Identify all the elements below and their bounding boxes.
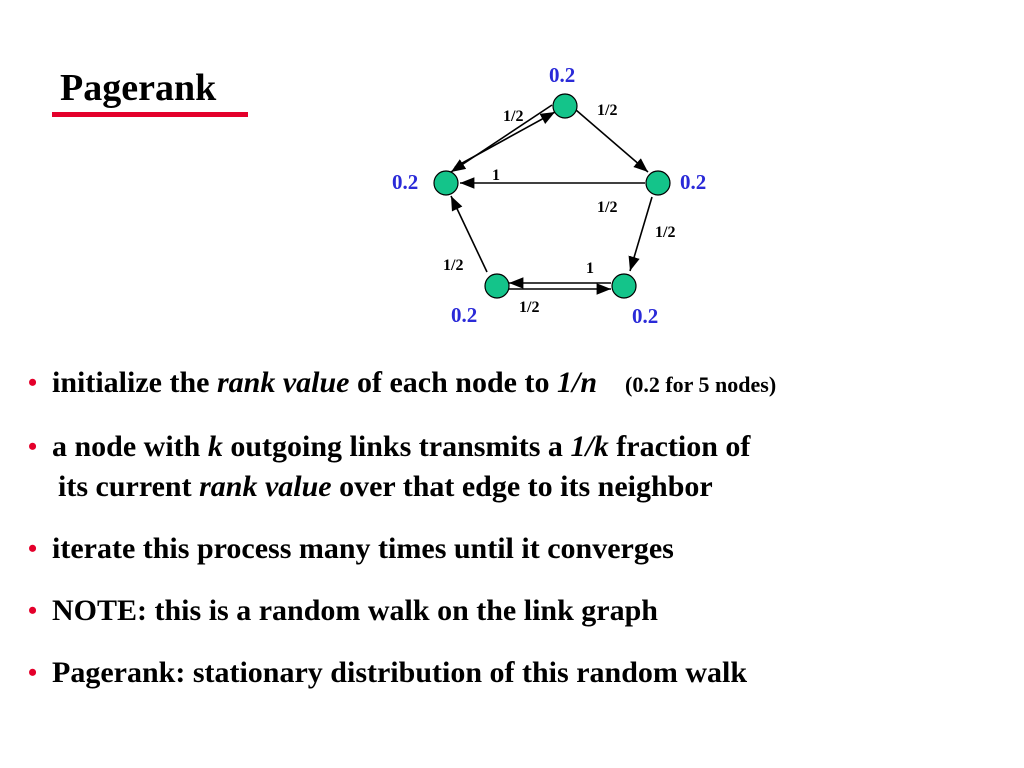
bullet-2-text-c: fraction of — [608, 430, 751, 463]
bullet-5-text: Pagerank: stationary distribution of thi… — [52, 656, 748, 689]
node-top-value: 0.2 — [549, 63, 575, 87]
node-left — [433, 170, 459, 196]
edge-label-right-left: 1/2 — [597, 199, 617, 216]
pagerank-graph: 0.2 0.2 0.2 0.2 0.2 1/2 1/2 1 1/2 1/2 1/… — [392, 63, 706, 328]
bullet-dot: • — [28, 596, 38, 625]
node-right — [645, 170, 671, 196]
bullet-dot: • — [28, 432, 38, 461]
bullet-1-text-b: of each node to — [349, 366, 557, 399]
bullet-4-text: NOTE: this is a random walk on the link … — [52, 594, 658, 627]
bullet-1-text-a: initialize the — [52, 366, 217, 399]
slide-title: Pagerank — [60, 67, 217, 109]
bullet-2-italic-b: 1/k — [570, 430, 609, 463]
node-bottom-left — [484, 273, 510, 299]
bullet-2-text-b: outgoing links transmits a — [222, 430, 571, 463]
edge-label-left-right: 1 — [492, 167, 500, 184]
edge-label-left-top: 1/2 — [503, 108, 523, 125]
bullet-list: • initialize the rank value of each node … — [28, 362, 776, 694]
bullet-dot: • — [28, 534, 38, 563]
node-right-value: 0.2 — [680, 170, 706, 194]
node-top — [552, 93, 578, 119]
node-bottom-left-value: 0.2 — [451, 303, 477, 327]
bullet-2-text-a: a node with — [52, 430, 208, 463]
node-bottom-right-value: 0.2 — [632, 304, 658, 328]
edge-top-to-right — [575, 109, 649, 173]
bullet-2-continuation: its current rank value over that edge to… — [52, 466, 776, 508]
bullet-dot: • — [28, 368, 38, 397]
bullet-2-italic-c: rank value — [199, 470, 332, 503]
node-bottom-right — [611, 273, 637, 299]
bullet-4: • NOTE: this is a random walk on the link… — [28, 590, 776, 632]
bullet-2-italic-a: k — [207, 430, 223, 463]
bullet-1-italic-a: rank value — [216, 366, 350, 399]
edge-top-to-left — [450, 104, 553, 173]
bullet-3-text: iterate this process many times until it… — [52, 532, 674, 565]
node-left-value: 0.2 — [392, 170, 418, 194]
edge-label-bottom-right-bottom-left: 1 — [586, 260, 594, 277]
bullet-3: • iterate this process many times until i… — [28, 528, 776, 570]
bullet-5: • Pagerank: stationary distribution of th… — [28, 652, 776, 694]
edge-label-top-right: 1/2 — [597, 102, 617, 119]
bullet-1-note: (0.2 for 5 nodes) — [625, 372, 777, 397]
bullet-1-italic-b: 1/n — [556, 366, 598, 399]
bullet-2: • a node with k outgoing links transmits … — [28, 426, 776, 508]
bullet-1: • initialize the rank value of each node … — [28, 362, 776, 406]
edge-label-right-bottom-right: 1/2 — [655, 224, 675, 241]
edge-bottom-left-to-left — [450, 195, 488, 273]
edge-label-bottom-left-bottom-right: 1/2 — [519, 299, 539, 316]
edge-right-to-bottom-right — [628, 196, 653, 272]
edge-label-bottom-left-left: 1/2 — [443, 257, 463, 274]
bullet-2-text-e: over that edge to its neighbor — [331, 470, 713, 503]
title-underline — [52, 112, 248, 117]
bullet-2-text-d: its current — [58, 470, 200, 503]
bullet-dot: • — [28, 658, 38, 687]
